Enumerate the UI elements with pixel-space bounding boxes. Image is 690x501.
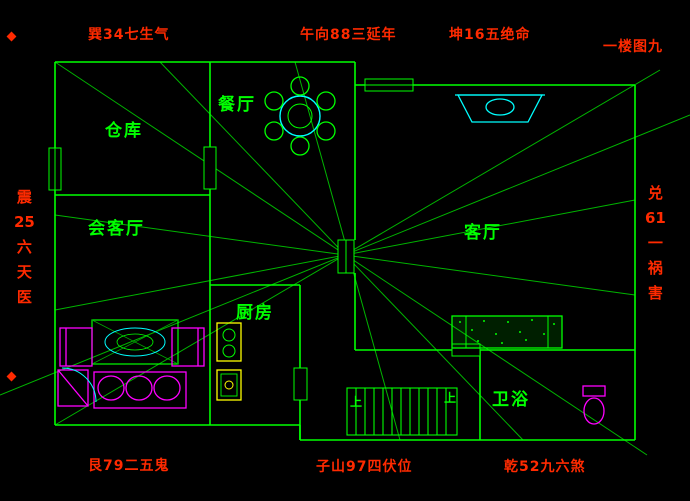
room-label-bath: 卫浴: [492, 390, 530, 410]
room-label-kitchen: 厨房: [236, 303, 274, 323]
stairs-up-label-left: 上: [350, 395, 363, 409]
annotation-top-center: 午向88三延年: [300, 27, 397, 43]
annotation-left-vertical: 震 25 六 天 医: [14, 190, 35, 305]
walls: [54, 61, 636, 441]
living-counter-fixture: [455, 94, 545, 123]
annotation-right-vertical: 兑 61 一 祸 害: [645, 186, 666, 301]
right-vertical-char: 兑: [647, 184, 663, 202]
left-vertical-char: 25: [14, 213, 35, 231]
left-vertical-char: 天: [16, 263, 32, 281]
annotation-bottom-right: 乾52九六煞: [504, 459, 586, 475]
right-vertical-char: 祸: [647, 259, 663, 277]
living-room-sofa: [451, 315, 563, 349]
door-swing-arc: [61, 367, 97, 403]
stairs-up-label-right: 上: [444, 391, 457, 405]
left-vertical-char: 震: [16, 188, 32, 206]
left-vertical-char: 医: [16, 288, 32, 306]
annotation-top-left: 巽34七生气: [88, 27, 170, 43]
right-vertical-char: 61: [645, 209, 666, 227]
annotation-bottom-center: 子山97四伏位: [316, 459, 413, 475]
annotation-bottom-left: 艮79二五鬼: [88, 458, 170, 474]
room-label-dining: 餐厅: [218, 95, 256, 115]
right-vertical-char: 一: [647, 234, 663, 252]
room-label-storage: 仓库: [105, 121, 143, 141]
window-markers: [48, 78, 481, 401]
annotation-top-right: 坤16五绝命: [449, 27, 531, 43]
right-vertical-char: 害: [647, 284, 663, 302]
bathroom-basin: [582, 385, 606, 425]
rug: [91, 319, 179, 365]
kitchen-sink: [216, 369, 242, 401]
room-label-living: 客厅: [464, 223, 502, 243]
staircase: [346, 387, 458, 436]
kitchen-stove: [216, 322, 242, 362]
drawing-title: 一楼图九: [603, 39, 663, 55]
left-vertical-char: 六: [16, 238, 32, 256]
room-label-reception: 会客厅: [88, 219, 145, 239]
dining-table-set: [264, 76, 336, 156]
